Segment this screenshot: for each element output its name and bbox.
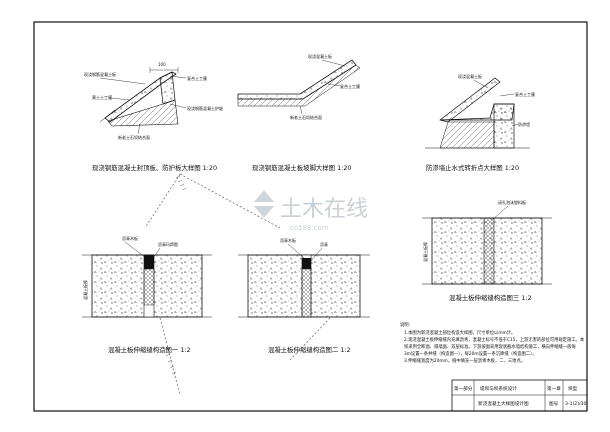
d1-label-c: 黄土土工膜 [92,94,112,100]
notes-line-4: 3m设置一条并缝（构造图一），每20m设置一条沉降缝（构造图二）。 [404,350,537,357]
d1-label-a: 现浇钢筋混凝土板 [84,71,116,77]
d3-label-b: 复合土工膜 [515,91,535,97]
tb-category: 坝型 [568,385,578,392]
tb-project: 堤坝与坝系统设计 [480,385,517,392]
leader-lines [144,173,331,396]
d1-caption: 现浇钢筋混凝土封顶板、防护板大样图 1:20 [92,163,217,172]
sheet-border [33,21,588,412]
d6-label-a: 闭孔泡沫塑料板 [498,199,526,205]
d4-caption: 混凝土板伸缩缝构造图一 1:2 [108,345,191,354]
detail-2-slope-toe: 现浇混凝土板 复合土工膜 新老土石坝结合面 现浇钢筋混凝土板坡脚大样图 1:20 [237,53,361,172]
tb-drawing-no-label: 图号 [549,401,559,407]
d2-caption: 现浇钢筋混凝土板坡脚大样图 1:20 [252,163,351,172]
watermark-main: 土木在线 [280,197,368,222]
tb-drawing-name: 新浇混凝土大样图设计图 [478,400,529,407]
detail-6-joint-type-3: 闭孔泡沫塑料板 混凝土板厚 混凝土板伸缩缝构造图三 1:2 [422,199,552,302]
title-block: 第一部分 堤坝与坝系统设计 第一章 坝型 新浇混凝土大样图设计图 图号 3-1(… [451,379,588,412]
tb-part: 第一部分 [454,385,473,392]
d2-label-b: 复合土工膜 [340,83,360,89]
d2-label-a: 现浇混凝土板 [308,53,332,59]
hatch-ticks [163,175,187,375]
d5-caption: 混凝土板伸缩缝构造图二 1:2 [268,345,351,354]
d3-label-c: 防渗墙 [518,121,530,127]
notes-line-3: 坝采用全断面、隔墙面、双层标准。下游坡面采用现状截水墙结构施工，横向伸缩缝一般每 [404,343,577,350]
detail-5-joint-type-2: 沥青木板 沥青 混凝土板伸缩缝构造图二 1:2 [238,237,370,354]
d1-label-b: 复合土工膜 [187,75,207,81]
d5-label-a: 沥青木板 [280,237,296,243]
d4-label-b: 沥青玛蹄脂 [158,241,178,247]
tb-drawing-no: 3-1(2)/30 [565,401,586,407]
d4-label-a: 沥青木板 [122,235,138,241]
d6-caption: 混凝土板伸缩缝构造图三 1:2 [449,293,532,302]
d5-label-b: 沥青 [320,241,328,247]
watermark: 土木在线 co188.com [254,190,368,232]
watermark-sub: co188.com [290,224,329,232]
d1-label-e: 新老土石坝结合面 [118,134,150,140]
detail-1-crest-slab: 100 现浇钢筋混凝土板 复合土工膜 黄土土工膜 现浇钢筋混凝土护坡 新老土石坝… [84,62,223,172]
notes-line-1: 1.本图为新浇混凝土部位构造大样图，尺寸单位以mm计。 [404,329,515,336]
notes-title: 说明: [400,321,410,328]
tb-chapter: 第一章 [547,385,561,392]
notes-block: 说明: 1.本图为新浇混凝土部位构造大样图，尺寸单位以mm计。 2.现浇混凝土板… [400,321,585,364]
watermark-logo-icon [254,190,274,218]
d6-side-label: 混凝土板厚 [422,242,428,262]
notes-line-2: 2.现浇混凝土板伸缩缝内充填沥青，混凝土标号不低于C15，上游无害的部位可用规定… [404,336,585,343]
d3-label-a: 现浇混凝土板 [458,73,482,79]
d1-dim-label: 100 [158,62,166,67]
detail-3-cutoff-wall: 现浇混凝土板 复合土工膜 防渗墙 防渗墙止水式转折点大样图 1:20 [425,73,535,172]
d3-caption: 防渗墙止水式转折点大样图 1:20 [426,163,519,172]
notes-line-5: 3.伸缩缝宽度为20mm，缝中填充一层沥青木板，二、三地点。 [404,357,525,364]
d4-side-label: 混凝土板厚 [82,280,88,300]
detail-4-joint-type-1: 沥青木板 沥青玛蹄脂 混凝土板厚 混凝土板伸缩缝构造图一 1:2 [82,235,212,354]
d2-label-c: 新老土石坝结合面 [290,114,322,120]
d1-label-d: 现浇钢筋混凝土护坡 [187,105,223,111]
